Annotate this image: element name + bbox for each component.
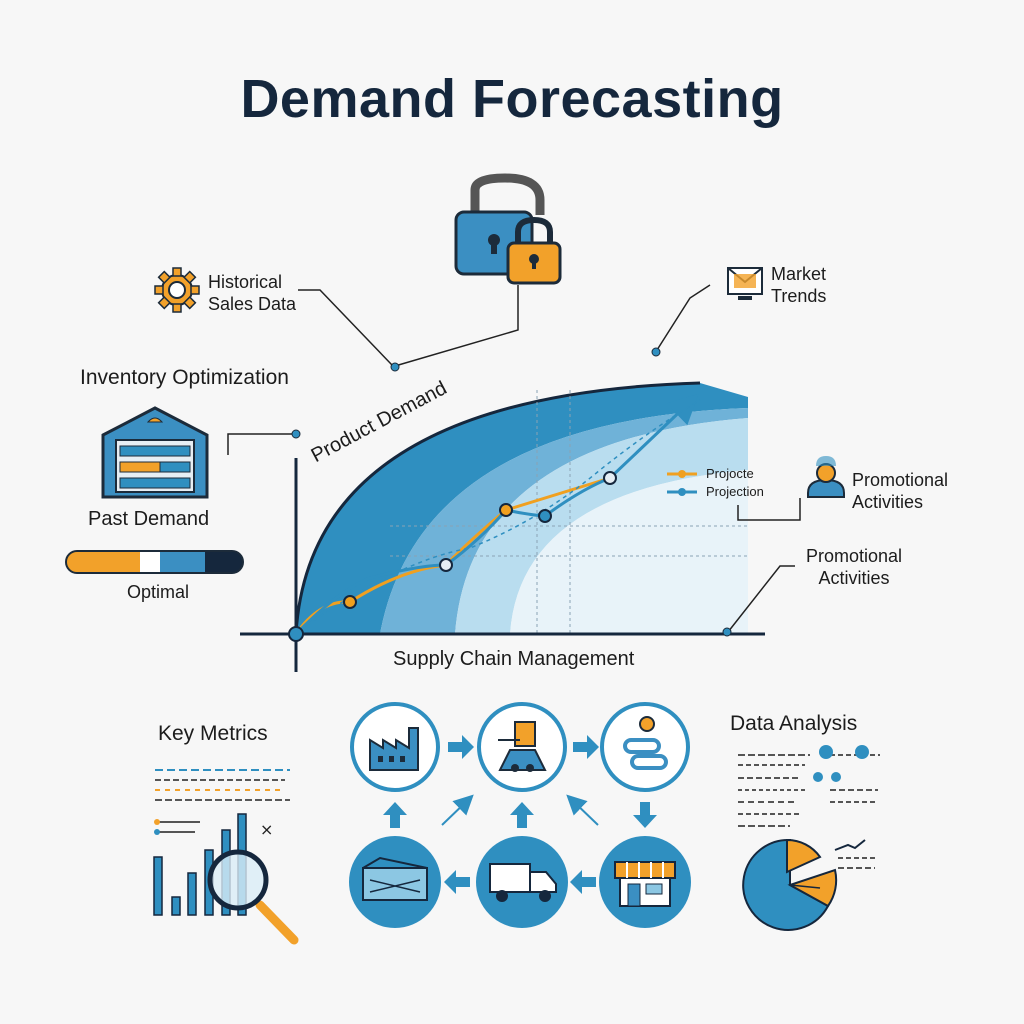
promotional-activities-label-1: Promotional Activities [852,470,949,512]
envelope-chart-icon [727,267,763,300]
person-pin-icon [807,456,845,498]
data-analysis-label: Data Analysis [730,712,858,735]
optimal-label: Optimal [127,582,190,602]
padlock-icon [454,173,562,285]
demand-bands [294,381,748,635]
series-points [288,471,617,642]
historical-sales-label: Historical Sales Data [208,272,297,314]
chain-link-icon [600,702,690,792]
page-title: Demand Forecasting [240,69,784,129]
analysis-text-lines [738,745,880,869]
magnifier-icon [207,849,299,945]
market-trends-label: Market Trends [771,264,827,306]
truck-icon [476,836,568,928]
cargo-icon [349,836,441,928]
legend-swatches [667,470,697,496]
legend-item-2: Projection [706,484,764,499]
warehouse-icon [101,406,209,499]
svg-text:×: × [260,820,273,839]
optimal-bar [65,550,244,574]
supply-chain-label: Supply Chain Management [393,648,635,670]
flow-arrows [383,735,657,894]
key-metrics-label: Key Metrics [158,722,268,745]
promotional-activities-label-2: Promotional Activities [806,546,903,588]
past-demand-label: Past Demand [88,508,210,530]
legend-item-1: Projocte [706,466,754,481]
factory-icon [350,702,440,792]
store-icon [599,836,691,928]
pie-chart-icon [742,838,838,931]
metrics-text-lines [154,769,290,835]
gear-icon [154,267,200,313]
inventory-optimization-label: Inventory Optimization [80,366,289,389]
production-icon [477,702,567,792]
